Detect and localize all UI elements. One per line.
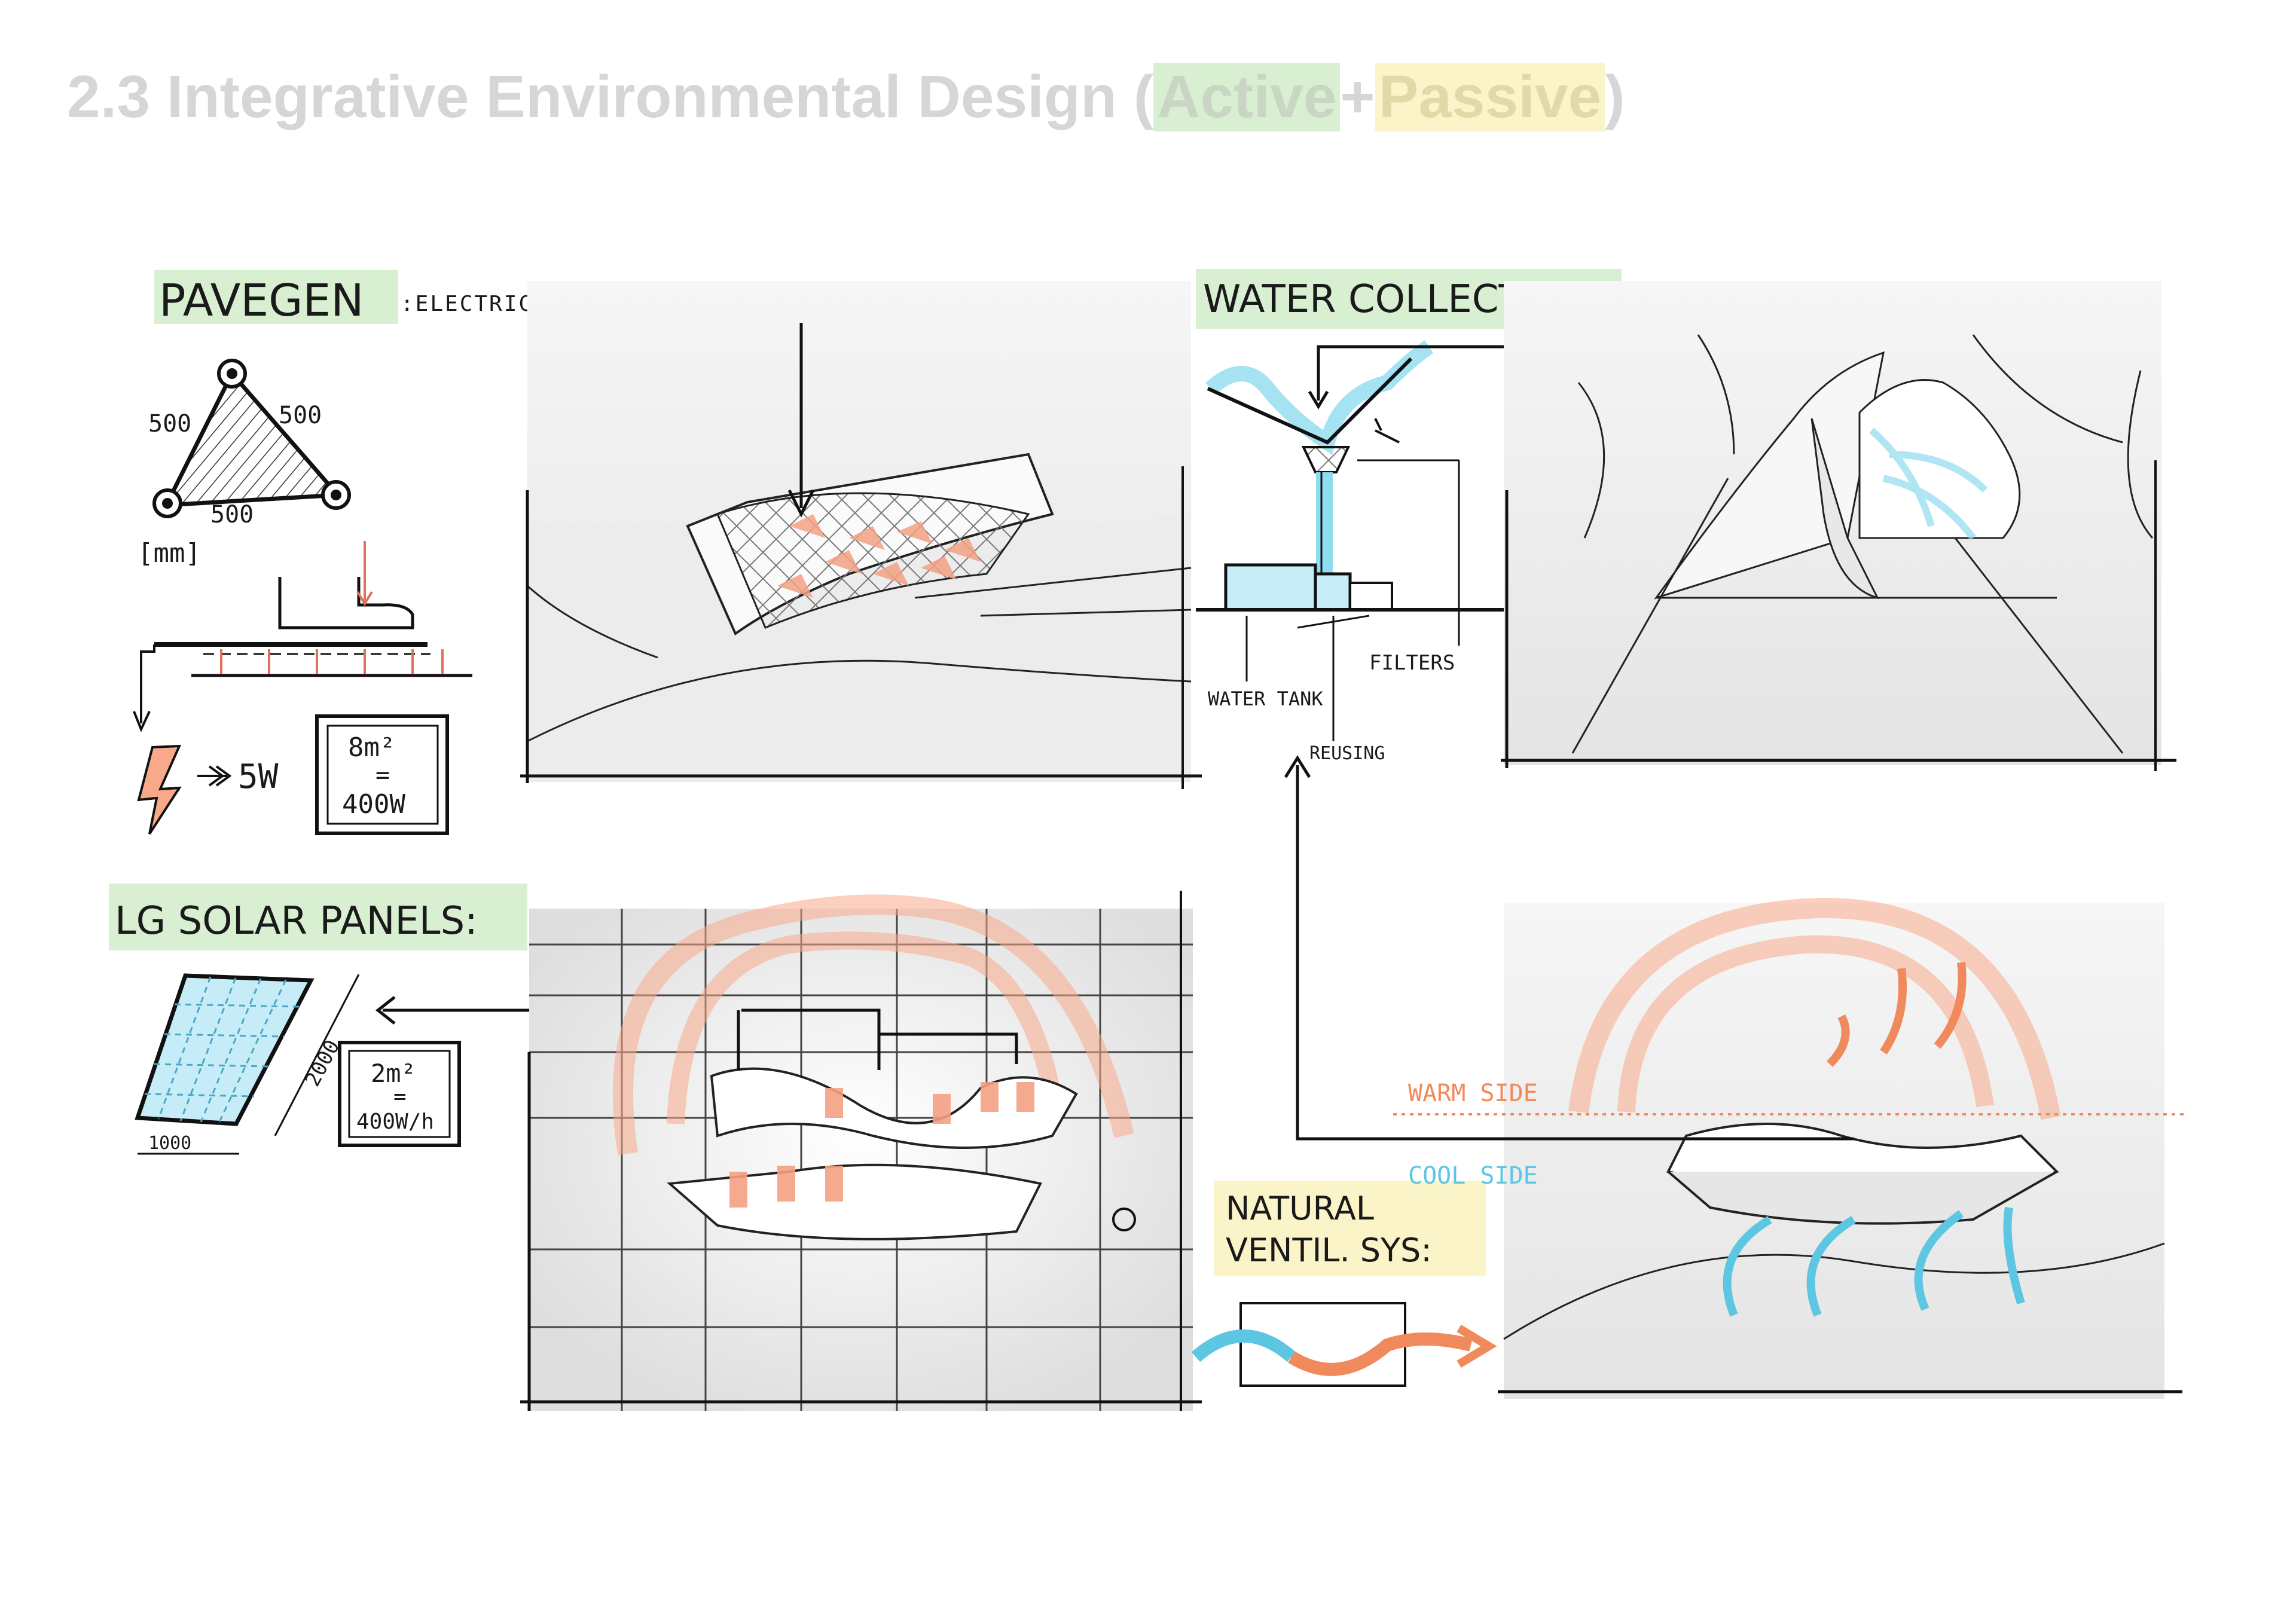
pavegen-dim-right: 500 [279,402,322,429]
solar-dim-short: 1000 [148,1133,191,1154]
ventilation-render [1284,755,2188,1399]
pavegen-unit: [mm] [138,538,201,568]
pavegen-heading-highlight [154,270,398,324]
pavegen-heading: PAVEGEN [159,275,364,326]
ventilation-heading-highlight [1214,1181,1486,1276]
water-label-reusing: REUSING [1309,743,1385,764]
north-arrow-icon [1112,1208,1136,1231]
ventilation-airflow-diagram [1191,1302,1497,1387]
water-label-filters: FILTERS [1369,651,1455,675]
pavegen-dim-bottom: 500 [210,501,254,528]
ventilation-cool-side: COOL SIDE [1408,1162,1538,1190]
title-suffix: ) [1605,63,1625,130]
lightning-bolt-icon [137,744,182,835]
water-label-tank: WATER TANK [1208,687,1323,710]
solar-roof-render [520,891,1202,1411]
pavegen-footstep-diagram [133,577,472,733]
page-title: 2.3 Integrative Environmental Design (Ac… [67,55,1625,139]
title-prefix: 2.3 Integrative Environmental Design ( [67,63,1154,130]
pavegen-energy-box: 8m² = 400W [315,714,449,835]
pavegen-box-top: 8m² [348,732,395,763]
solar-panels-section: LG SOLAR PANELS: 2000 1000 2m² = 400W/h [109,884,1202,1411]
pavegen-pressure-arrows [220,541,444,674]
water-collection-section: WATER COLLECTION: WATER TANK FILTERS REU… [1196,269,2176,771]
solar-dim-line-long [274,974,360,1136]
solar-panel-module [135,973,315,1126]
pavegen-section: PAVEGEN :ELECTRICITY GENERATING PATH 500… [133,270,1202,835]
double-arrow-icon [197,765,232,787]
pavegen-dim-left: 500 [148,410,191,438]
solar-energy-box: 2m² = 400W/h [338,1041,461,1147]
pavegen-box-bottom: 400W [342,789,405,820]
pavegen-output: 5W [238,757,279,796]
pavegen-path-render [520,281,1202,789]
solar-heading: LG SOLAR PANELS: [115,899,478,943]
ventilation-warm-side: WARM SIDE [1408,1080,1538,1107]
solar-box-eq: = [393,1084,407,1109]
title-plus: + [1340,63,1375,130]
solar-box-top: 2m² [371,1059,416,1088]
title-passive-highlight: Passive [1375,62,1605,132]
title-active-highlight: Active [1153,62,1341,132]
solar-box-bottom: 400W/h [356,1109,434,1134]
ventilation-heading-line1: NATURAL [1226,1190,1374,1227]
solar-heading-highlight [109,884,527,950]
pavegen-triangle-tile [152,359,351,518]
water-collection-render [1501,281,2176,771]
ventilation-section: NATURAL VENTIL. SYS: WA [1191,755,2188,1399]
pavegen-box-eq: = [375,762,390,789]
ventilation-heading-line2: VENTIL. SYS: [1226,1231,1432,1269]
